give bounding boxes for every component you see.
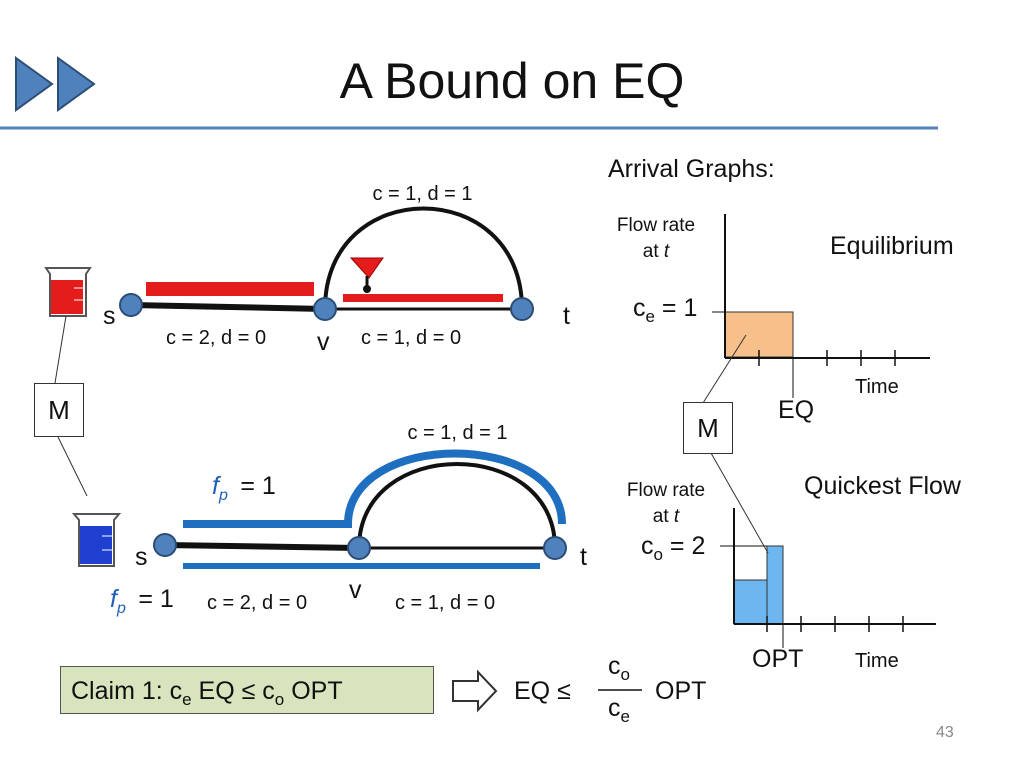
eq-x-axis-label: Time: [855, 376, 899, 398]
eq-ce-label: ce = 1: [633, 294, 698, 326]
bottom-edge-sv-label: c = 2, d = 0: [207, 592, 308, 614]
connector-red-beaker-m: [54, 315, 67, 384]
bottom-node-v: [347, 536, 371, 560]
fp-bottom-var: fp: [110, 585, 126, 617]
conclusion-lhs: EQ ≤: [514, 677, 571, 705]
eq-y-label-line2: at t: [642, 241, 670, 262]
page-number: 43: [936, 724, 954, 741]
eq-chart-title: Equilibrium: [830, 232, 954, 260]
bottom-arc-edge: [357, 462, 557, 549]
bottom-node-t: [543, 536, 567, 560]
top-node-v-label: v: [317, 328, 330, 356]
arrival-graphs-heading: Arrival Graphs:: [608, 155, 775, 183]
top-red-flow-vt: [343, 294, 503, 302]
implies-arrow-icon: [452, 669, 498, 713]
fp-top-value: = 1: [240, 472, 276, 500]
bottom-node-t-label: t: [580, 543, 587, 571]
top-arc-edge: [323, 206, 524, 310]
blue-beaker-icon: [71, 513, 122, 567]
eq-marker-label: EQ: [778, 396, 815, 424]
top-edge-sv: [130, 302, 326, 312]
quickest-flow-chart: [720, 508, 936, 648]
fp-label-bottom: fp = 1: [110, 585, 174, 618]
conclusion-rhs: OPT: [655, 677, 707, 705]
qf-y-label-line1: Flow rate: [626, 480, 706, 501]
forward-icon: [15, 56, 96, 112]
connector-m-qf: [710, 452, 769, 554]
red-beaker-icon: [44, 267, 92, 317]
qf-chart-title: Quickest Flow: [804, 472, 961, 500]
qf-x-axis-label: Time: [855, 650, 899, 672]
qf-y-axis-label: Flow rate at t: [610, 478, 722, 530]
bottom-node-s: [153, 533, 177, 557]
bottom-blue-flow-top: [183, 449, 566, 528]
qf-co-label: co = 2: [641, 532, 706, 564]
mapping-box-right: M: [683, 402, 733, 454]
top-red-flow-sv: [146, 282, 314, 296]
bottom-arc-label: c = 1, d = 1: [407, 422, 508, 444]
connector-eq-m: [702, 334, 747, 404]
eq-y-label-line1: Flow rate: [616, 215, 696, 236]
fp-label-top: fp = 1: [212, 472, 276, 505]
top-node-t-label: t: [563, 302, 570, 330]
funnel-icon: [349, 257, 384, 293]
top-node-t: [510, 297, 534, 321]
top-node-s: [119, 293, 143, 317]
quickest-flow-area-2: [766, 545, 784, 625]
bottom-edge-vt-label: c = 1, d = 0: [395, 592, 496, 614]
bottom-edge-sv: [164, 542, 360, 551]
fraction-denominator: ce: [608, 694, 630, 726]
bottom-node-v-label: v: [349, 576, 362, 604]
mapping-box-left: M: [34, 383, 84, 437]
qf-y-label-line2: at t: [652, 506, 680, 527]
fp-bottom-value: = 1: [138, 585, 174, 613]
quickest-flow-area-1: [733, 579, 768, 625]
top-node-s-label: s: [103, 302, 116, 330]
page-title: A Bound on EQ: [339, 53, 685, 109]
top-node-v: [313, 297, 337, 321]
top-edge-sv-label: c = 2, d = 0: [166, 327, 267, 349]
top-edge-vt-label: c = 1, d = 0: [361, 327, 462, 349]
eq-y-axis-label: Flow rate at t: [600, 213, 712, 265]
connector-m-blue-beaker: [57, 436, 88, 497]
top-arc-label: c = 1, d = 1: [372, 183, 473, 205]
fp-top-var: fp: [212, 472, 228, 504]
claim-box: Claim 1: ce EQ ≤ co OPT: [60, 666, 434, 714]
fraction-numerator: co: [608, 652, 630, 684]
bottom-node-s-label: s: [135, 543, 148, 571]
qf-marker-label: OPT: [752, 645, 804, 673]
